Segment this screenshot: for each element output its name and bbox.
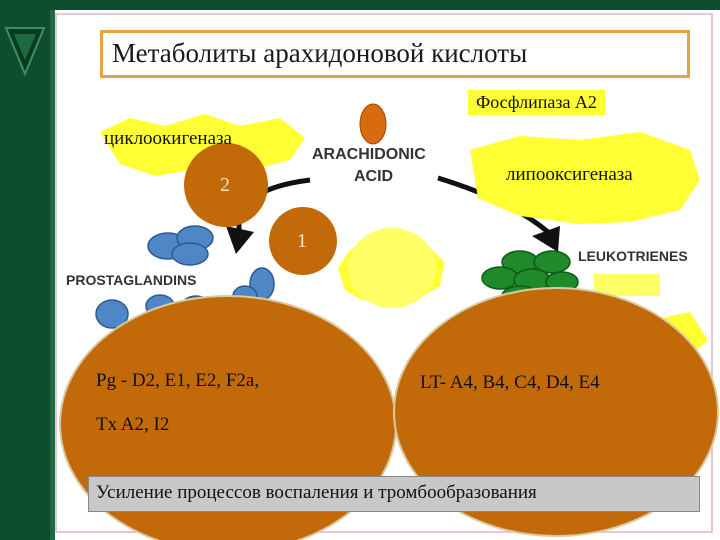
cyclooxygenase-label: циклоокигеназа bbox=[104, 128, 232, 149]
slide-border bbox=[55, 13, 713, 533]
pathway-circle-2 bbox=[184, 143, 268, 227]
sidebar-edge bbox=[50, 10, 55, 540]
acid-label: ACID bbox=[354, 168, 394, 185]
pathway-number-1: 1 bbox=[297, 230, 307, 252]
page-title: Метаболиты арахидоновой кислоты bbox=[112, 38, 528, 68]
prostaglandin-list-line1: Pg - D2, E1, E2, F2a, bbox=[96, 370, 260, 391]
leukotriene-cells bbox=[481, 250, 579, 307]
pathway-circle-1 bbox=[269, 207, 337, 275]
top-frame bbox=[0, 0, 720, 10]
title-box bbox=[100, 30, 690, 78]
prostaglandins-label: PROSTAGLANDINS bbox=[66, 272, 197, 288]
phospholipase-label: Фосфлипаза А2 bbox=[468, 90, 605, 115]
lipoxygenase-label: липооксигеназа bbox=[506, 164, 633, 185]
leukotriene-pool bbox=[393, 287, 719, 537]
footer-bar bbox=[88, 476, 700, 512]
prostaglandin-list-line2: Tx A2, I2 bbox=[96, 414, 170, 435]
corner-arrow-logo bbox=[4, 27, 46, 77]
lipoxygenase-burst bbox=[470, 132, 700, 224]
footer-text: Усиление процессов воспаления и тромбооб… bbox=[96, 482, 537, 503]
acid-bead bbox=[359, 103, 387, 145]
leukotriene-yellow-box bbox=[594, 274, 660, 296]
pathway-number-2: 2 bbox=[220, 174, 230, 196]
leukotrienes-label: LEUKOTRIENES bbox=[578, 248, 688, 264]
center-yellow-blob bbox=[348, 228, 436, 308]
left-sidebar bbox=[0, 0, 50, 540]
arachidonic-label: ARACHIDONIC bbox=[312, 146, 426, 163]
leukotriene-list: LT- A4, B4, C4, D4, E4 bbox=[420, 372, 600, 393]
